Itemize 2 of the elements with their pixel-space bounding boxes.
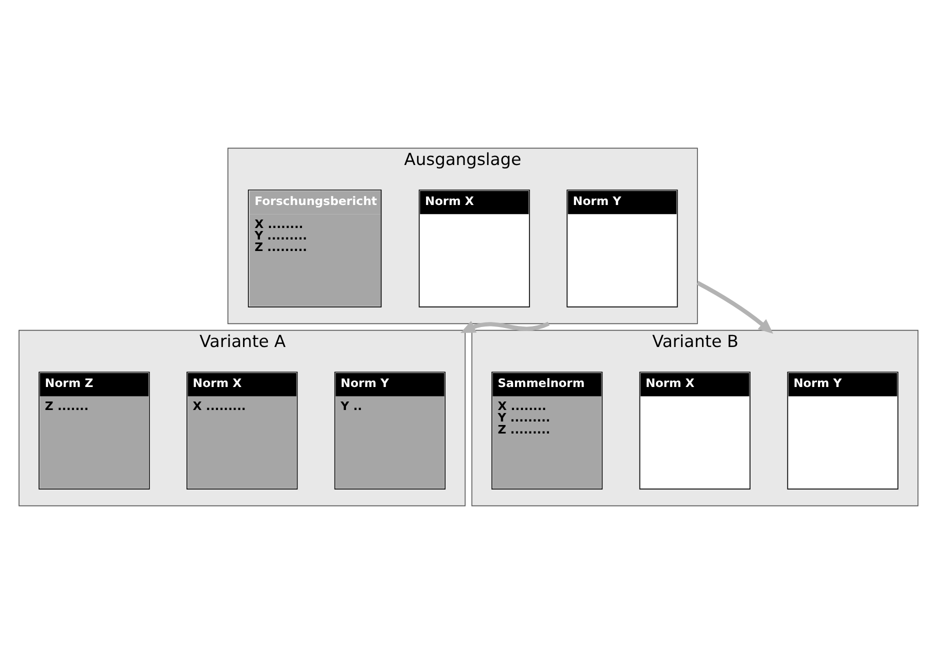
arrow — [460, 320, 549, 333]
arrow — [696, 280, 773, 334]
